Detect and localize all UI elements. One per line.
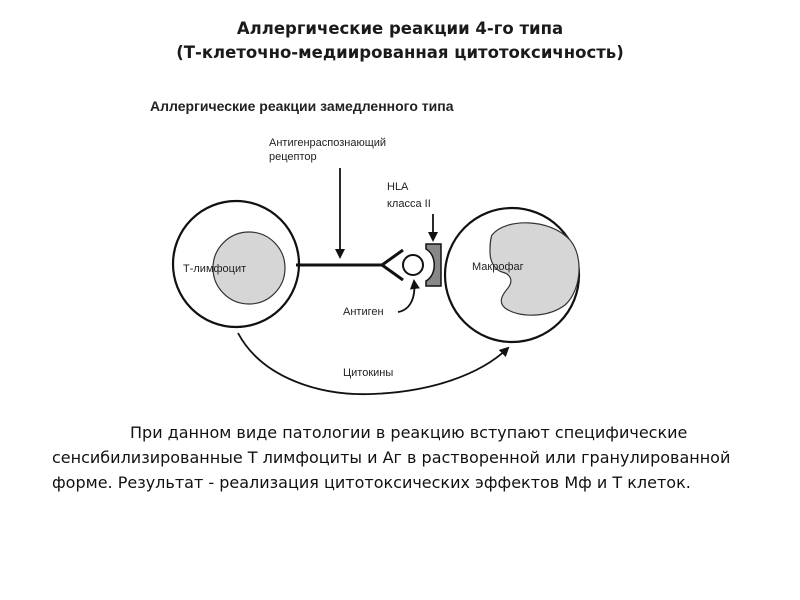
antigen-label: Антиген <box>343 306 384 318</box>
hla-label-line1: HLA <box>387 181 409 193</box>
macrophage-label: Макрофаг <box>472 261 524 273</box>
receptor-label-line1: Антигенраспознающий <box>269 137 386 149</box>
body-paragraph: При данном виде патологии в реакцию всту… <box>52 423 731 492</box>
cytokines-label: Цитокины <box>343 367 393 379</box>
macrophage-nucleus <box>489 222 580 316</box>
diagram-heading: Аллергические реакции замедленного типа <box>150 98 454 114</box>
t-lymphocyte-cell: Т-лимфоцит <box>171 199 301 329</box>
antigen-arrow <box>397 279 420 313</box>
antigen-circle <box>402 254 424 276</box>
t-lymphocyte-nucleus <box>212 231 286 305</box>
receptor-label-line2: рецептор <box>269 151 317 163</box>
receptor-arms <box>379 248 404 282</box>
hla-label: HLA класса II <box>387 181 431 210</box>
macrophage-cell: Макрофаг <box>443 206 581 344</box>
slide-title-line1: Аллергические реакции 4-го типа <box>236 19 564 38</box>
t-cell-label: Т-лимфоцит <box>183 263 246 275</box>
slide-title-line2: (Т-клеточно-медиированная цитотоксичност… <box>176 43 624 62</box>
receptor-label: Антигенраспознающий рецептор <box>269 137 389 163</box>
cytokines-arrow <box>237 332 510 396</box>
hla-label-line2: класса II <box>387 198 431 210</box>
hla-molecule <box>425 243 442 287</box>
